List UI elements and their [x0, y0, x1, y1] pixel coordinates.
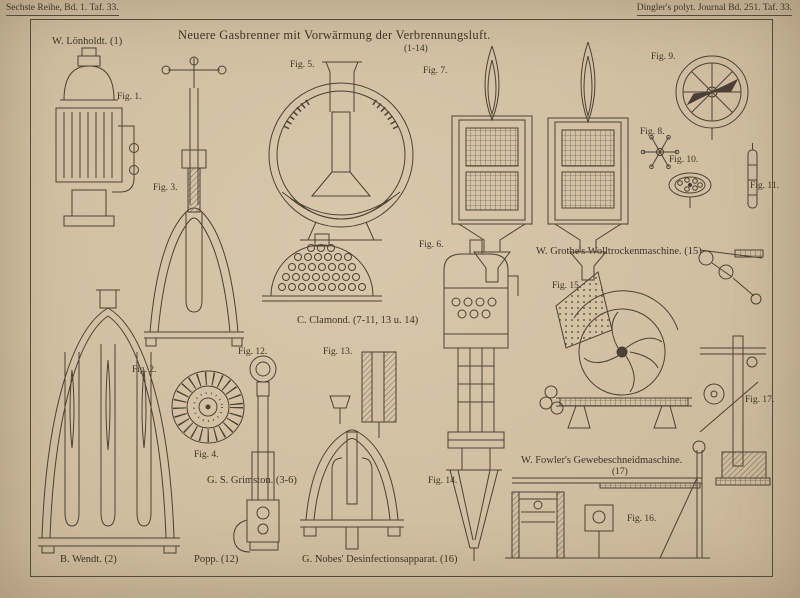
figure-label-5: Fig. 5.	[290, 60, 315, 70]
header-left: Sechste Reihe, Bd. 1. Taf. 33.	[6, 3, 119, 16]
attribution-nobes: G. Nobes' Desinfectionsapparat. (16)	[302, 554, 458, 565]
figure-label-3: Fig. 3.	[153, 183, 178, 193]
figure-label-15: Fig. 15.	[552, 281, 582, 291]
fig-8-drawing	[640, 135, 680, 169]
fig-10-drawing	[668, 172, 712, 208]
figure-label-13: Fig. 13.	[323, 347, 353, 357]
fig-16-drawing	[505, 440, 710, 559]
figure-label-16: Fig. 16.	[627, 514, 657, 524]
attribution-fowler: W. Fowler's Gewebeschneidmaschine.	[521, 455, 683, 466]
attribution-grothe: W. Grothe's Wolltrockenmaschine. (15)	[536, 246, 702, 257]
figure-label-11: Fig. 11.	[750, 181, 779, 191]
fig-9-drawing	[675, 55, 749, 140]
attribution-lonholdt: W. Lönholdt. (1)	[52, 36, 123, 47]
fig-2-drawing	[38, 289, 180, 554]
fig-3-drawing	[144, 56, 244, 347]
header-right: Dingler's polyt. Journal Bd. 251. Taf. 3…	[636, 3, 792, 16]
fig-11-drawing	[747, 143, 758, 209]
figure-label-1: Fig. 1.	[117, 92, 142, 102]
attribution-wendt: B. Wendt. (2)	[60, 554, 117, 565]
fig-15-drawing	[539, 249, 764, 429]
fig-12-drawing	[233, 355, 280, 553]
fig-1-drawing	[55, 47, 139, 227]
attribution-fowler-number: (17)	[612, 467, 628, 477]
plate-title: Neuere Gasbrenner mit Vorwärmung der Ver…	[178, 28, 491, 42]
attribution-popp: Popp. (12)	[194, 554, 239, 565]
fig-17-drawing	[699, 335, 771, 486]
fig-6-drawing	[443, 239, 519, 471]
figure-label-7: Fig. 7.	[423, 66, 448, 76]
figure-label-17: Fig. 17.	[745, 395, 775, 405]
figure-label-8: Fig. 8.	[640, 127, 665, 137]
fig-7-drawing	[451, 41, 629, 283]
fig-13-drawing	[300, 351, 404, 550]
clamond-dome-drawing	[262, 233, 382, 302]
fig-4-drawing	[171, 370, 245, 444]
attribution-clamond: C. Clamond. (7-11, 13 u. 14)	[297, 315, 419, 326]
figure-label-4: Fig. 4.	[194, 450, 219, 460]
plate-frame	[30, 19, 773, 577]
fig-14-drawing	[446, 469, 502, 561]
figure-label-10: Fig. 10.	[669, 155, 699, 165]
figure-label-12: Fig. 12.	[238, 347, 268, 357]
figure-label-9: Fig. 9.	[651, 52, 676, 62]
plate-title-range: (1-14)	[404, 44, 428, 54]
fig-5-drawing	[268, 61, 414, 241]
figure-label-6: Fig. 6.	[419, 240, 444, 250]
figure-label-14: Fig. 14.	[428, 476, 458, 486]
